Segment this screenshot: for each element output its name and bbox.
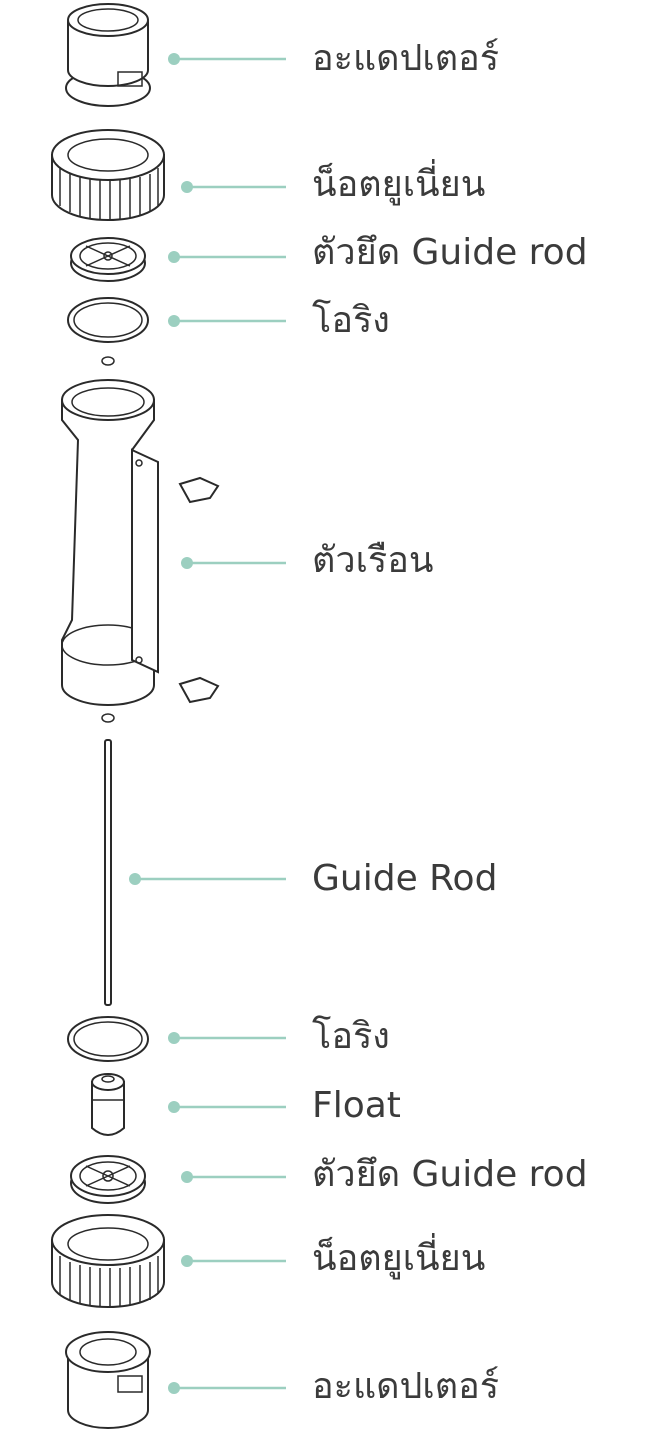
o-ring-top-drawing [67, 297, 149, 366]
label-guide-rod-holder-top: ตัวยึด Guide rod [312, 232, 588, 273]
label-o-ring-bottom: โอริง [312, 1016, 390, 1057]
label-float: Float [312, 1085, 401, 1126]
leader-lines [129, 53, 286, 1394]
union-nut-top-drawing [51, 129, 165, 221]
label-o-ring-top: โอริง [312, 300, 390, 341]
leader-dot [168, 53, 180, 65]
label-adapter-bottom: อะแดปเตอร์ [312, 1366, 500, 1407]
leader-dot [168, 1032, 180, 1044]
leader-dot [168, 315, 180, 327]
o-ring-bottom-drawing [67, 1016, 149, 1062]
housing-drawing [61, 379, 220, 723]
leader-dot [129, 873, 141, 885]
guide-rod-holder-bottom-drawing [70, 1155, 146, 1204]
leader-dot [181, 557, 193, 569]
leader-dot [168, 251, 180, 263]
leader-dot [181, 1255, 193, 1267]
label-housing: ตัวเรือน [312, 540, 434, 581]
guide-rod-holder-top-drawing [70, 237, 146, 282]
leader-dot [181, 1171, 193, 1183]
label-union-nut-top: น็อตยูเนี่ยน [312, 164, 486, 205]
leader-dot [168, 1382, 180, 1394]
float-drawing [91, 1073, 125, 1136]
union-nut-bottom-drawing [51, 1214, 165, 1308]
guide-rod-drawing [104, 739, 112, 1006]
adapter-top-drawing [65, 3, 151, 107]
label-adapter-top: อะแดปเตอร์ [312, 38, 500, 79]
leader-dot [181, 181, 193, 193]
label-guide-rod-holder-bottom: ตัวยึด Guide rod [312, 1154, 588, 1195]
adapter-bottom-drawing [65, 1331, 151, 1429]
leader-dot [168, 1101, 180, 1113]
label-union-nut-bottom: น็อตยูเนี่ยน [312, 1238, 486, 1279]
label-guide-rod: Guide Rod [312, 858, 498, 899]
